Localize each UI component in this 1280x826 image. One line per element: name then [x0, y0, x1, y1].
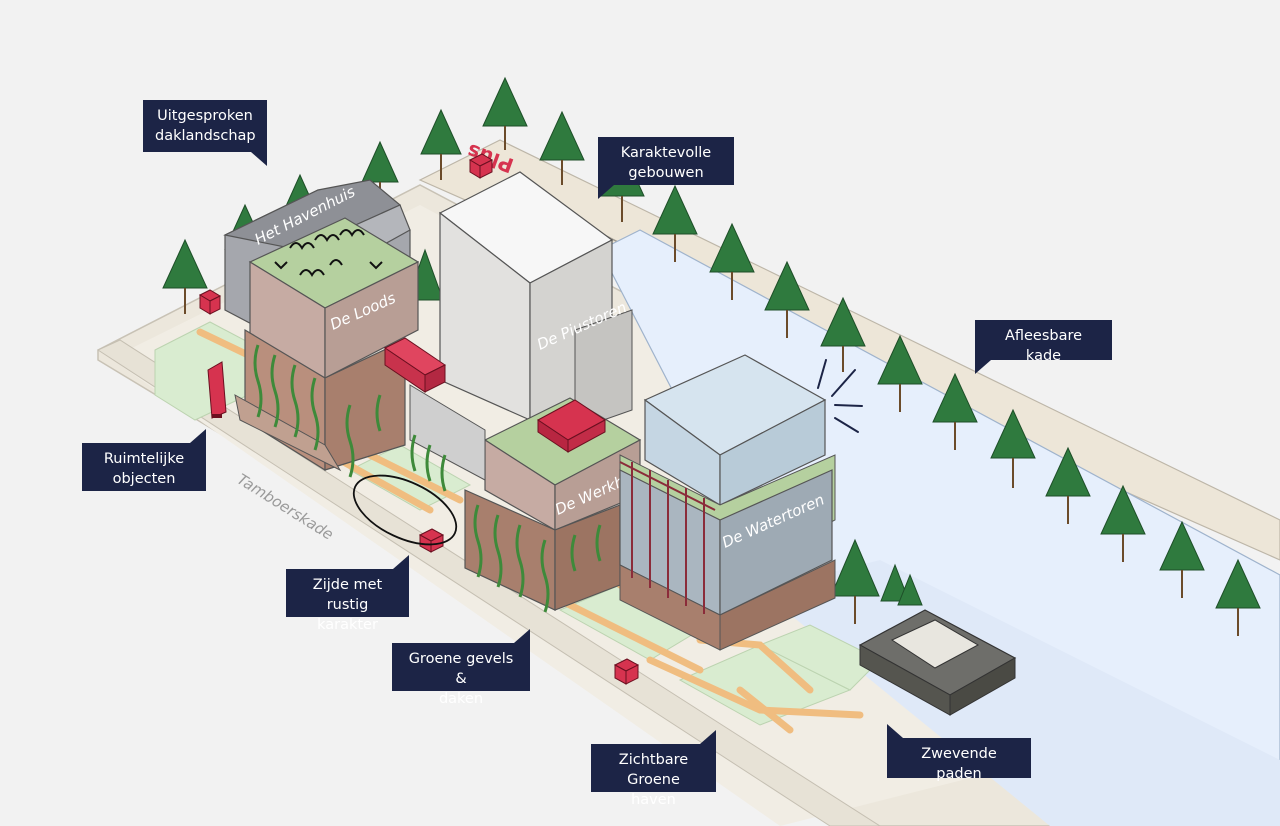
red-container [384, 337, 446, 393]
accent-strokes [817, 359, 863, 433]
rooftop-greenhouse [537, 399, 606, 453]
callout-afleesbare-kade: Afleesbare kade [975, 320, 1112, 374]
pavilion [858, 609, 1017, 716]
callout-karaktervolle-gebouwen: Karaktevolle gebouwen [598, 137, 734, 199]
building-loods: De Loods [234, 217, 420, 478]
callout-zichtbare-groene-haven: Zichtbare Groene haven [591, 730, 716, 808]
callout-zwevende-paden: Zwevende paden [887, 724, 1031, 782]
red-tower [207, 361, 227, 419]
red-kiosks [198, 153, 640, 685]
quiet-zone-ellipse [352, 474, 458, 546]
building-watertoren: De Watertoren [619, 354, 836, 651]
street-strip [96, 339, 881, 826]
callout-uitgesproken-daklandschap: Uitgesproken daklandschap [143, 100, 267, 166]
building-piustoren: De Piustoren [438, 171, 633, 431]
callout-groene-gevels-daken: Groene gevels & daken [392, 629, 530, 707]
callout-ruimtelijke-objecten: Ruimtelijke objecten [82, 429, 206, 491]
callout-zijde-met-rustig-karakter: Zijde met rustig karakter [286, 555, 409, 633]
